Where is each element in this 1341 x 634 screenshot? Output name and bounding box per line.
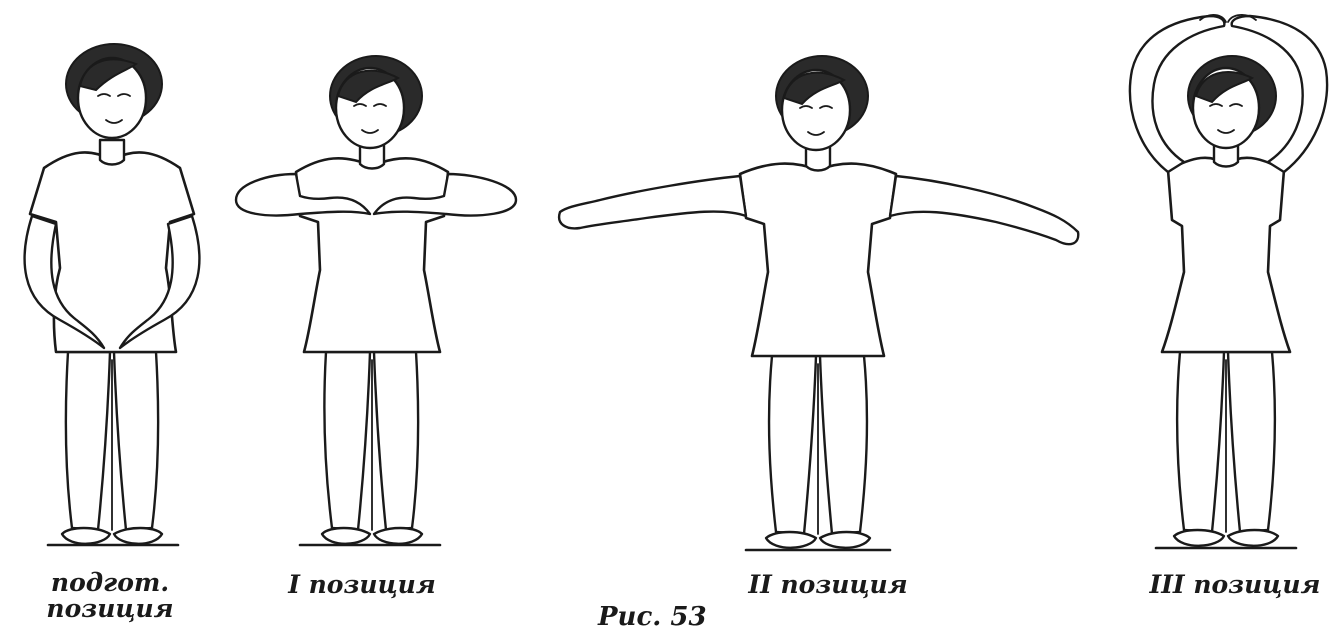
figure-first-position bbox=[236, 56, 516, 545]
caption-line-1: подгот. bbox=[30, 570, 190, 596]
caption-first-position: I позиция bbox=[262, 572, 462, 598]
caption-preparatory-position: подгот. позиция bbox=[30, 570, 190, 622]
caption-third-position: III позиция bbox=[1132, 572, 1338, 598]
figure-preparatory-position bbox=[25, 44, 200, 545]
figure-second-position bbox=[559, 56, 1078, 550]
figure-third-position bbox=[1130, 15, 1327, 548]
caption-second-position: II позиция bbox=[718, 572, 938, 598]
caption-line-2: позиция bbox=[30, 596, 190, 622]
figure-number-caption: Рис. 53 bbox=[598, 604, 707, 630]
